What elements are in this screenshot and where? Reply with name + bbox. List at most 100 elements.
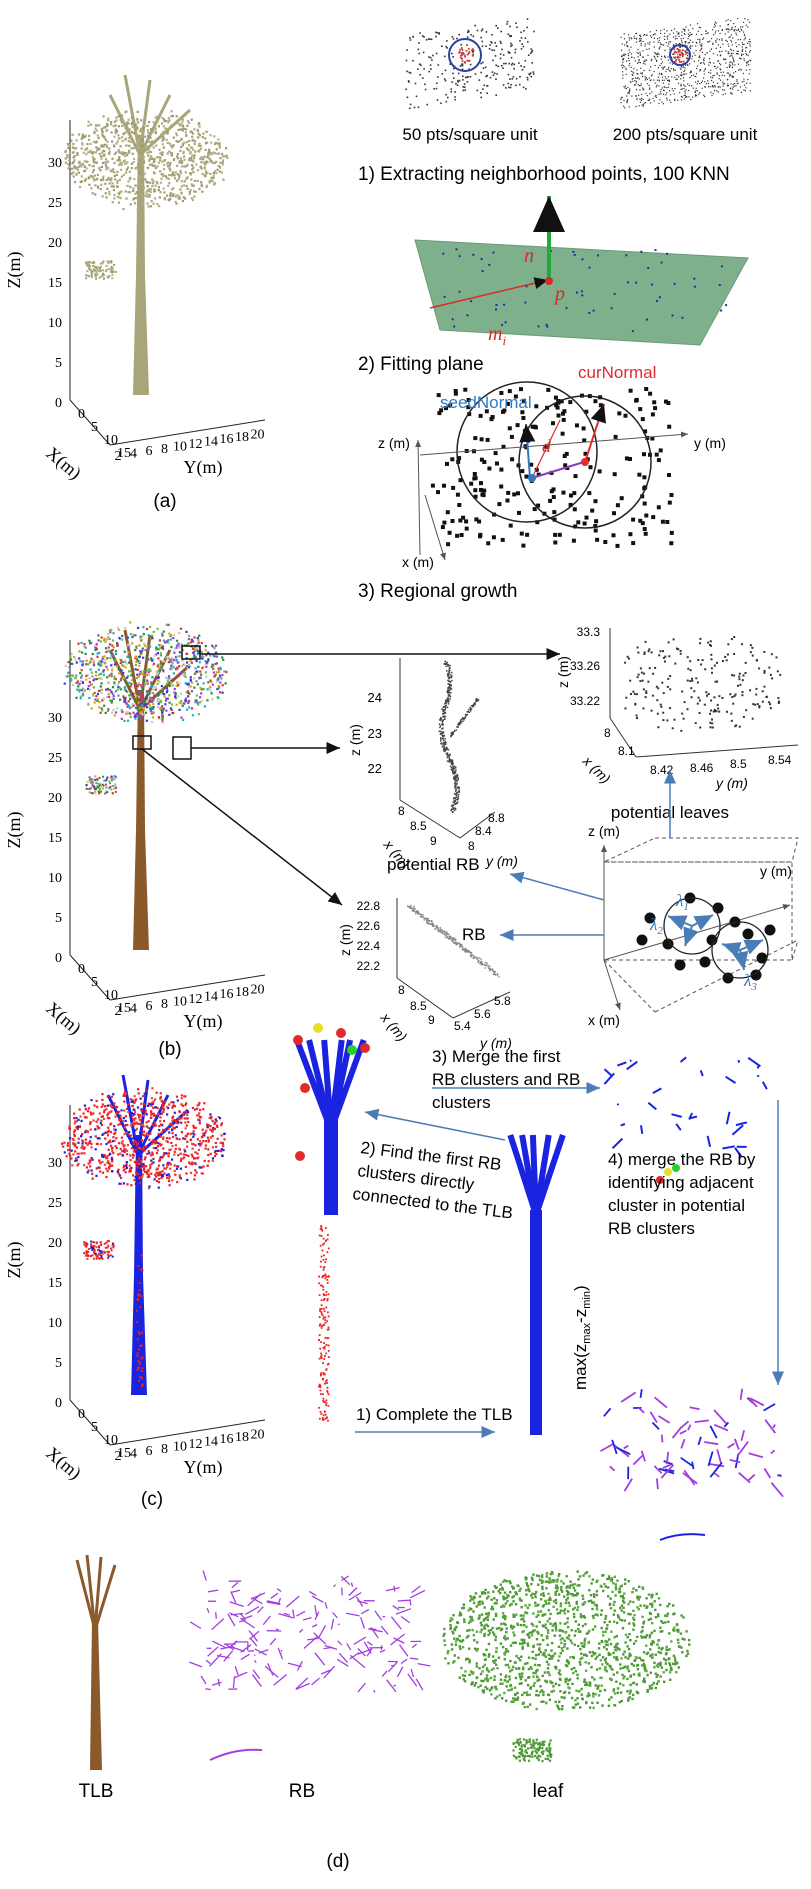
patch-point <box>649 69 651 71</box>
crown-point <box>83 642 86 646</box>
crown-point <box>103 638 106 642</box>
crown-point <box>66 153 69 157</box>
inset2-point <box>630 693 632 695</box>
rg-point <box>559 399 564 404</box>
crown-point <box>108 629 112 632</box>
inset1-branch-point <box>469 706 471 709</box>
crown-point <box>173 658 176 661</box>
patch-point <box>687 83 689 85</box>
crown-point <box>148 195 151 198</box>
rg-point <box>658 448 663 453</box>
crown-point <box>85 678 88 681</box>
crown-point <box>175 684 178 687</box>
patch-point <box>628 37 630 39</box>
crown-point <box>134 1148 137 1151</box>
crown-point <box>102 145 105 148</box>
inset1-point <box>456 791 459 794</box>
crown-point <box>111 157 114 160</box>
crown-point <box>178 655 181 658</box>
inset2-point <box>669 707 671 710</box>
neighbor-point <box>678 59 681 61</box>
crown-point <box>153 141 156 144</box>
crown-point <box>101 151 104 154</box>
crown-point <box>127 140 130 143</box>
inset2-point <box>709 712 711 715</box>
crown-point <box>105 665 108 668</box>
crown-point <box>69 658 73 661</box>
crown-point <box>148 693 151 696</box>
crown-point <box>95 674 98 677</box>
crown-point <box>83 179 87 182</box>
patch-point <box>744 18 746 20</box>
crown-point <box>176 1099 179 1102</box>
patch-point <box>695 50 697 52</box>
patch-point <box>743 39 745 41</box>
patch-point <box>733 23 735 25</box>
inset2-point <box>669 688 672 691</box>
crown-point <box>126 675 130 678</box>
crown-point <box>167 117 170 120</box>
inset3-point <box>441 929 444 932</box>
patch-point <box>466 81 469 83</box>
rg-point <box>653 406 658 411</box>
patch-point <box>689 24 691 26</box>
crown-point <box>168 632 171 635</box>
rg-point <box>532 507 537 512</box>
crown-point <box>157 716 160 719</box>
side-clump-point <box>97 786 100 789</box>
patch-point <box>630 66 632 68</box>
crown-point <box>201 657 204 660</box>
patch-point <box>461 63 463 66</box>
inset1-point <box>451 679 453 682</box>
patch-point <box>703 73 705 75</box>
crown-point <box>130 706 133 709</box>
inset2-point <box>713 696 716 699</box>
patch-point <box>646 78 649 80</box>
patch-point <box>684 34 686 36</box>
patch-point <box>734 28 736 31</box>
patch-point <box>675 43 677 45</box>
inset2-point <box>674 662 677 665</box>
patch-point <box>526 18 529 20</box>
patch-point <box>736 82 738 85</box>
patch-point <box>737 29 739 31</box>
patch-point <box>639 101 641 103</box>
patch-point <box>687 42 689 44</box>
crown-point <box>166 141 169 145</box>
patch-point <box>650 66 652 68</box>
crown-point <box>211 698 214 701</box>
inset2-point <box>738 675 741 678</box>
patch-point <box>640 97 643 99</box>
a-y-tick: 14 <box>204 435 218 450</box>
fitting-plane <box>414 196 749 346</box>
rg-point <box>644 387 649 391</box>
inset1-point <box>447 760 450 763</box>
eigen-point <box>644 912 656 924</box>
patch-point <box>623 86 625 88</box>
inset3-point <box>441 932 443 934</box>
eig-x-label: x (m) <box>588 1012 620 1028</box>
crown-point <box>189 188 192 192</box>
crown-point <box>188 121 191 125</box>
patch-point <box>639 38 641 40</box>
crown-point <box>85 659 88 662</box>
inset1-point <box>454 778 456 780</box>
inset1-point <box>454 776 456 778</box>
lambda3-label: λ3 <box>743 971 757 993</box>
crown-point <box>140 699 143 702</box>
inset1-point <box>454 800 456 802</box>
inset1-point <box>442 727 444 729</box>
crown-point <box>208 181 211 184</box>
crown-point <box>157 1186 160 1189</box>
crown-point <box>158 1159 161 1162</box>
patch-point <box>489 76 492 79</box>
crown-point <box>177 122 180 125</box>
patch-point <box>686 51 688 54</box>
patch-point <box>697 30 699 32</box>
crown-point <box>105 168 108 171</box>
inset1-point <box>446 701 448 703</box>
patch-point <box>711 84 714 87</box>
inset3-point <box>478 960 480 962</box>
crown-point <box>150 140 153 143</box>
crown-point <box>76 680 79 683</box>
